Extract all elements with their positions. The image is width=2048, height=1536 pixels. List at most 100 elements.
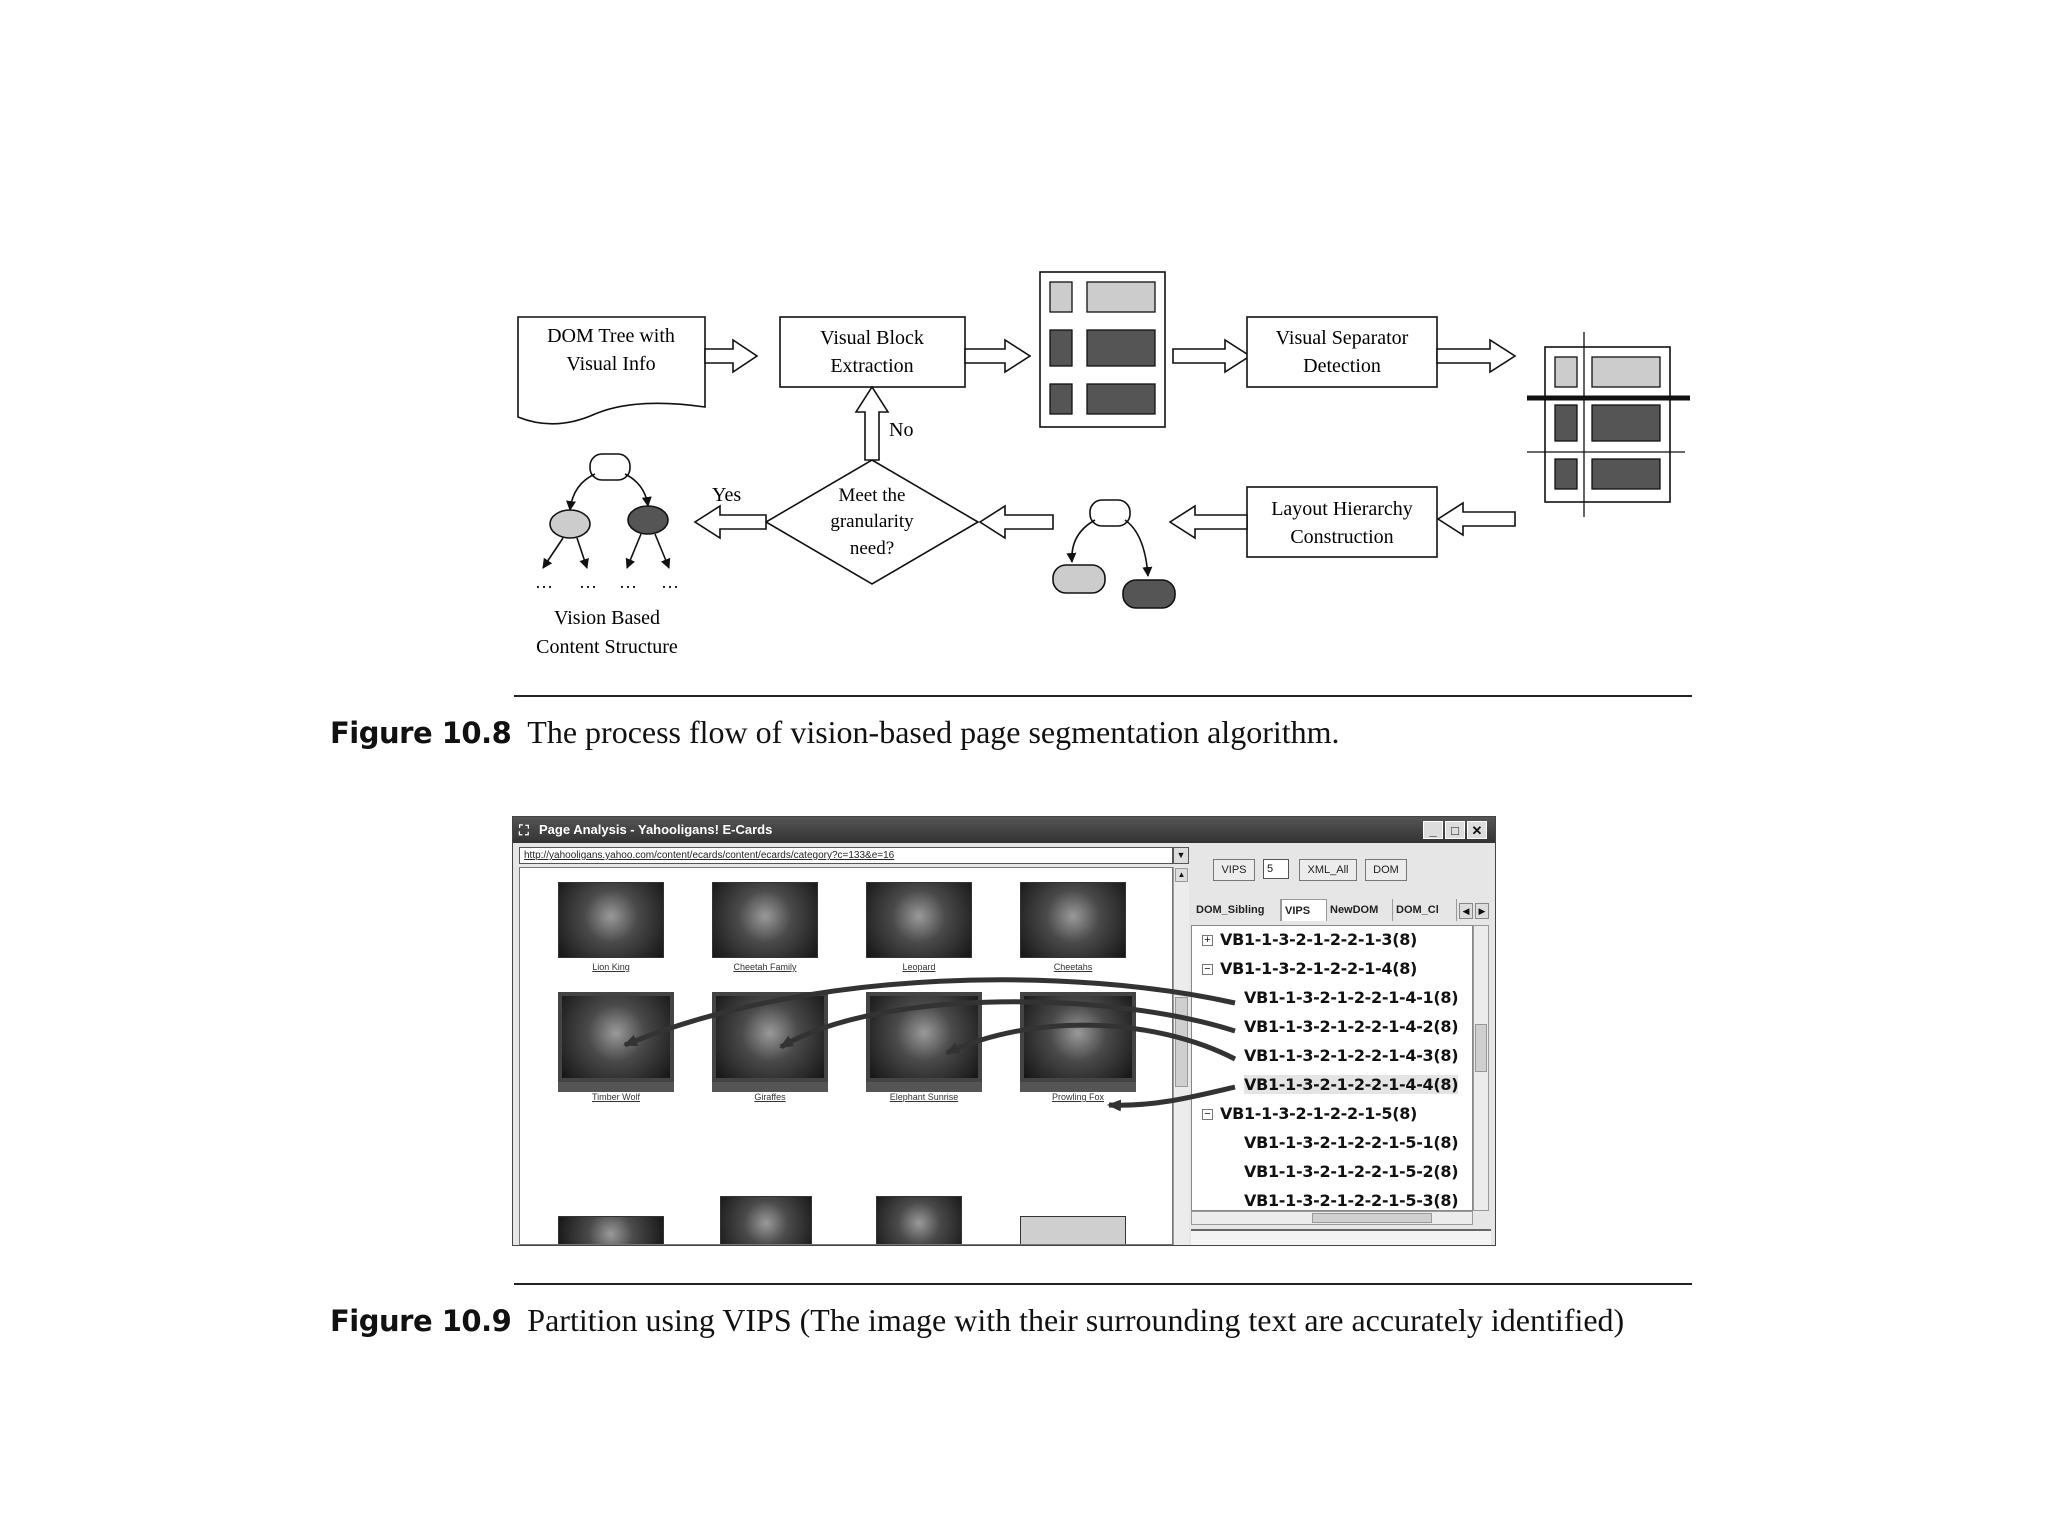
- tree-node[interactable]: VB1-1-3-2-1-2-2-1-4(8): [1220, 959, 1418, 978]
- thumbnail-cheetahs[interactable]: [1020, 882, 1126, 958]
- page-analysis-window: ⛶ Page Analysis - Yahooligans! E-Cards _…: [512, 816, 1496, 1246]
- caption-rule-2: [514, 1283, 1692, 1285]
- tree-node[interactable]: VB1-1-3-2-1-2-2-1-4-3(8): [1244, 1046, 1459, 1065]
- tree-node[interactable]: VB1-1-3-2-1-2-2-1-5-1(8): [1244, 1133, 1459, 1152]
- expand-icon[interactable]: +: [1202, 935, 1213, 946]
- visual-separator-detection-label-1: Visual Separator: [1276, 327, 1409, 349]
- window-title: Page Analysis - Yahooligans! E-Cards: [539, 822, 773, 837]
- close-button[interactable]: ✕: [1467, 821, 1487, 839]
- thumbnail-caption-3[interactable]: Leopard: [902, 962, 936, 972]
- tree-node[interactable]: VB1-1-3-2-1-2-2-1-5-3(8): [1244, 1191, 1459, 1210]
- dom-tree-label-1: DOM Tree with: [547, 325, 675, 347]
- preview-scroll-thumb[interactable]: [1175, 997, 1188, 1087]
- thumbnail-caption-7[interactable]: Elephant Sunrise: [889, 1092, 959, 1102]
- content-structure-tree-icon: … … … …: [535, 453, 679, 592]
- tree-node[interactable]: VB1-1-3-2-1-2-2-1-4-2(8): [1244, 1017, 1459, 1036]
- thumbnail-caption-1[interactable]: Lion King: [592, 962, 630, 972]
- figure-10-9-caption-text: Partition using VIPS (The image with the…: [527, 1302, 1625, 1338]
- tree-node[interactable]: VB1-1-3-2-1-2-2-1-4-1(8): [1244, 988, 1459, 1007]
- dom-tree-node: [517, 316, 706, 425]
- tab-scroll-right-icon[interactable]: ▶: [1475, 903, 1489, 919]
- minimize-button[interactable]: _: [1423, 821, 1443, 839]
- granularity-decision-label-1: Meet the: [838, 485, 905, 506]
- scroll-up-icon[interactable]: ▲: [1175, 868, 1188, 882]
- bottom-panel: [1191, 1229, 1491, 1245]
- thumbnail-row3-3[interactable]: [876, 1196, 962, 1244]
- edge-label-no: No: [889, 419, 913, 441]
- window-titlebar: ⛶ Page Analysis - Yahooligans! E-Cards _…: [513, 817, 1495, 843]
- window-system-icon[interactable]: ⛶: [519, 822, 529, 838]
- maximize-button[interactable]: □: [1445, 821, 1465, 839]
- figure-10-9-caption-label: Figure 10.9: [330, 1304, 512, 1338]
- hollow-arrow-5: [1436, 501, 1516, 537]
- thumbnail-row3-1[interactable]: [558, 1216, 664, 1244]
- page-preview[interactable]: Lion King Cheetah Family Leopard Cheetah…: [519, 867, 1173, 1245]
- vision-based-content-structure-label-2: Content Structure: [536, 636, 678, 658]
- figure-10-8-caption-label: Figure 10.8: [330, 716, 512, 750]
- tree-vertical-scrollbar[interactable]: [1473, 925, 1489, 1211]
- block-layout-icon: [1039, 271, 1166, 428]
- tab-vips[interactable]: VIPS: [1281, 899, 1327, 921]
- figure-10-8-flowchart: DOM Tree with Visual Info Visual Block E…: [517, 271, 1690, 658]
- tree-scroll-thumb[interactable]: [1475, 1024, 1487, 1072]
- tree-icon-small: [1052, 499, 1176, 609]
- thumbnail-elephant-sunrise[interactable]: [866, 992, 982, 1082]
- collapse-icon[interactable]: −: [1202, 964, 1213, 975]
- edge-label-yes: Yes: [712, 484, 741, 506]
- figure-10-9-caption: Figure 10.9 Partition using VIPS (The ima…: [330, 1302, 1624, 1339]
- frame-bar-3: [866, 1082, 982, 1092]
- thumbnail-timber-wolf[interactable]: [558, 992, 674, 1082]
- hollow-arrow-1: [704, 338, 759, 374]
- hollow-arrow-2: [964, 338, 1032, 374]
- tree-node[interactable]: VB1-1-3-2-1-2-2-1-5-2(8): [1244, 1162, 1459, 1181]
- thumbnail-leopard[interactable]: [866, 882, 972, 958]
- url-input[interactable]: http://yahooligans.yahoo.com/content/eca…: [519, 847, 1173, 864]
- tab-newdom[interactable]: NewDOM: [1327, 899, 1393, 921]
- vips-button[interactable]: VIPS: [1213, 859, 1255, 881]
- thumbnail-prowling-fox[interactable]: [1020, 992, 1136, 1082]
- thumbnail-lion-king[interactable]: [558, 882, 664, 958]
- figure-10-8-caption-text: The process flow of vision-based page se…: [527, 714, 1340, 750]
- hollow-arrow-yes: [693, 504, 767, 540]
- vips-block-tree[interactable]: VB1-1-3-2-1-2-2-1-3(8) + VB1-1-3-2-1-2-2-1…: [1191, 925, 1473, 1211]
- dom-button[interactable]: DOM: [1365, 859, 1407, 881]
- visual-block-extraction-label-1: Visual Block: [820, 327, 924, 349]
- ellipsis-2: …: [579, 572, 597, 592]
- ellipsis-4: …: [661, 572, 679, 592]
- layout-hierarchy-construction-label-2: Construction: [1290, 526, 1393, 548]
- layout-hierarchy-construction-label-1: Layout Hierarchy: [1271, 498, 1413, 520]
- thumbnail-giraffes[interactable]: [712, 992, 828, 1082]
- vision-based-content-structure-label-1: Vision Based: [554, 607, 660, 629]
- separator-layout-icon: [1527, 332, 1690, 517]
- thumbnail-row3-2[interactable]: [720, 1196, 812, 1244]
- thumbnail-caption-2[interactable]: Cheetah Family: [733, 962, 797, 972]
- tab-dom-cl[interactable]: DOM_Cl: [1393, 899, 1457, 921]
- tab-scroll-left-icon[interactable]: ◀: [1459, 903, 1473, 919]
- tree-horizontal-scrollbar[interactable]: [1191, 1211, 1473, 1225]
- preview-scrollbar[interactable]: ▲: [1173, 867, 1189, 1245]
- tree-node[interactable]: VB1-1-3-2-1-2-2-1-3(8): [1220, 930, 1418, 949]
- url-dropdown-icon[interactable]: ▼: [1173, 847, 1189, 864]
- ellipsis-1: …: [535, 572, 553, 592]
- thumbnail-caption-5[interactable]: Timber Wolf: [591, 1092, 640, 1102]
- thumbnail-row3-4[interactable]: [1020, 1216, 1126, 1244]
- ellipsis-3: …: [619, 572, 637, 592]
- tree-hscroll-thumb[interactable]: [1312, 1213, 1432, 1223]
- granularity-decision-node: [764, 459, 980, 585]
- vips-level-input[interactable]: 5: [1263, 859, 1289, 879]
- xml-all-button[interactable]: XML_All: [1299, 859, 1357, 881]
- hollow-arrow-4: [1436, 338, 1517, 374]
- frame-bar-4: [1020, 1082, 1136, 1092]
- figure-10-8-caption: Figure 10.8 The process flow of vision-ba…: [330, 714, 1340, 751]
- thumbnail-cheetah-family[interactable]: [712, 882, 818, 958]
- dom-tree-label-2: Visual Info: [566, 353, 655, 375]
- visual-separator-detection-label-2: Detection: [1303, 355, 1381, 377]
- tree-node[interactable]: VB1-1-3-2-1-2-2-1-4-4(8): [1244, 1075, 1459, 1094]
- collapse-icon[interactable]: −: [1202, 1109, 1213, 1120]
- thumbnail-caption-4[interactable]: Cheetahs: [1053, 962, 1093, 972]
- thumbnail-caption-8[interactable]: Prowling Fox: [1051, 1092, 1105, 1102]
- tree-node[interactable]: VB1-1-3-2-1-2-2-1-5(8): [1220, 1104, 1418, 1123]
- tab-dom-sibling[interactable]: DOM_Sibling: [1193, 899, 1281, 921]
- thumbnail-caption-6[interactable]: Giraffes: [754, 1092, 786, 1102]
- hollow-arrow-7: [978, 504, 1054, 540]
